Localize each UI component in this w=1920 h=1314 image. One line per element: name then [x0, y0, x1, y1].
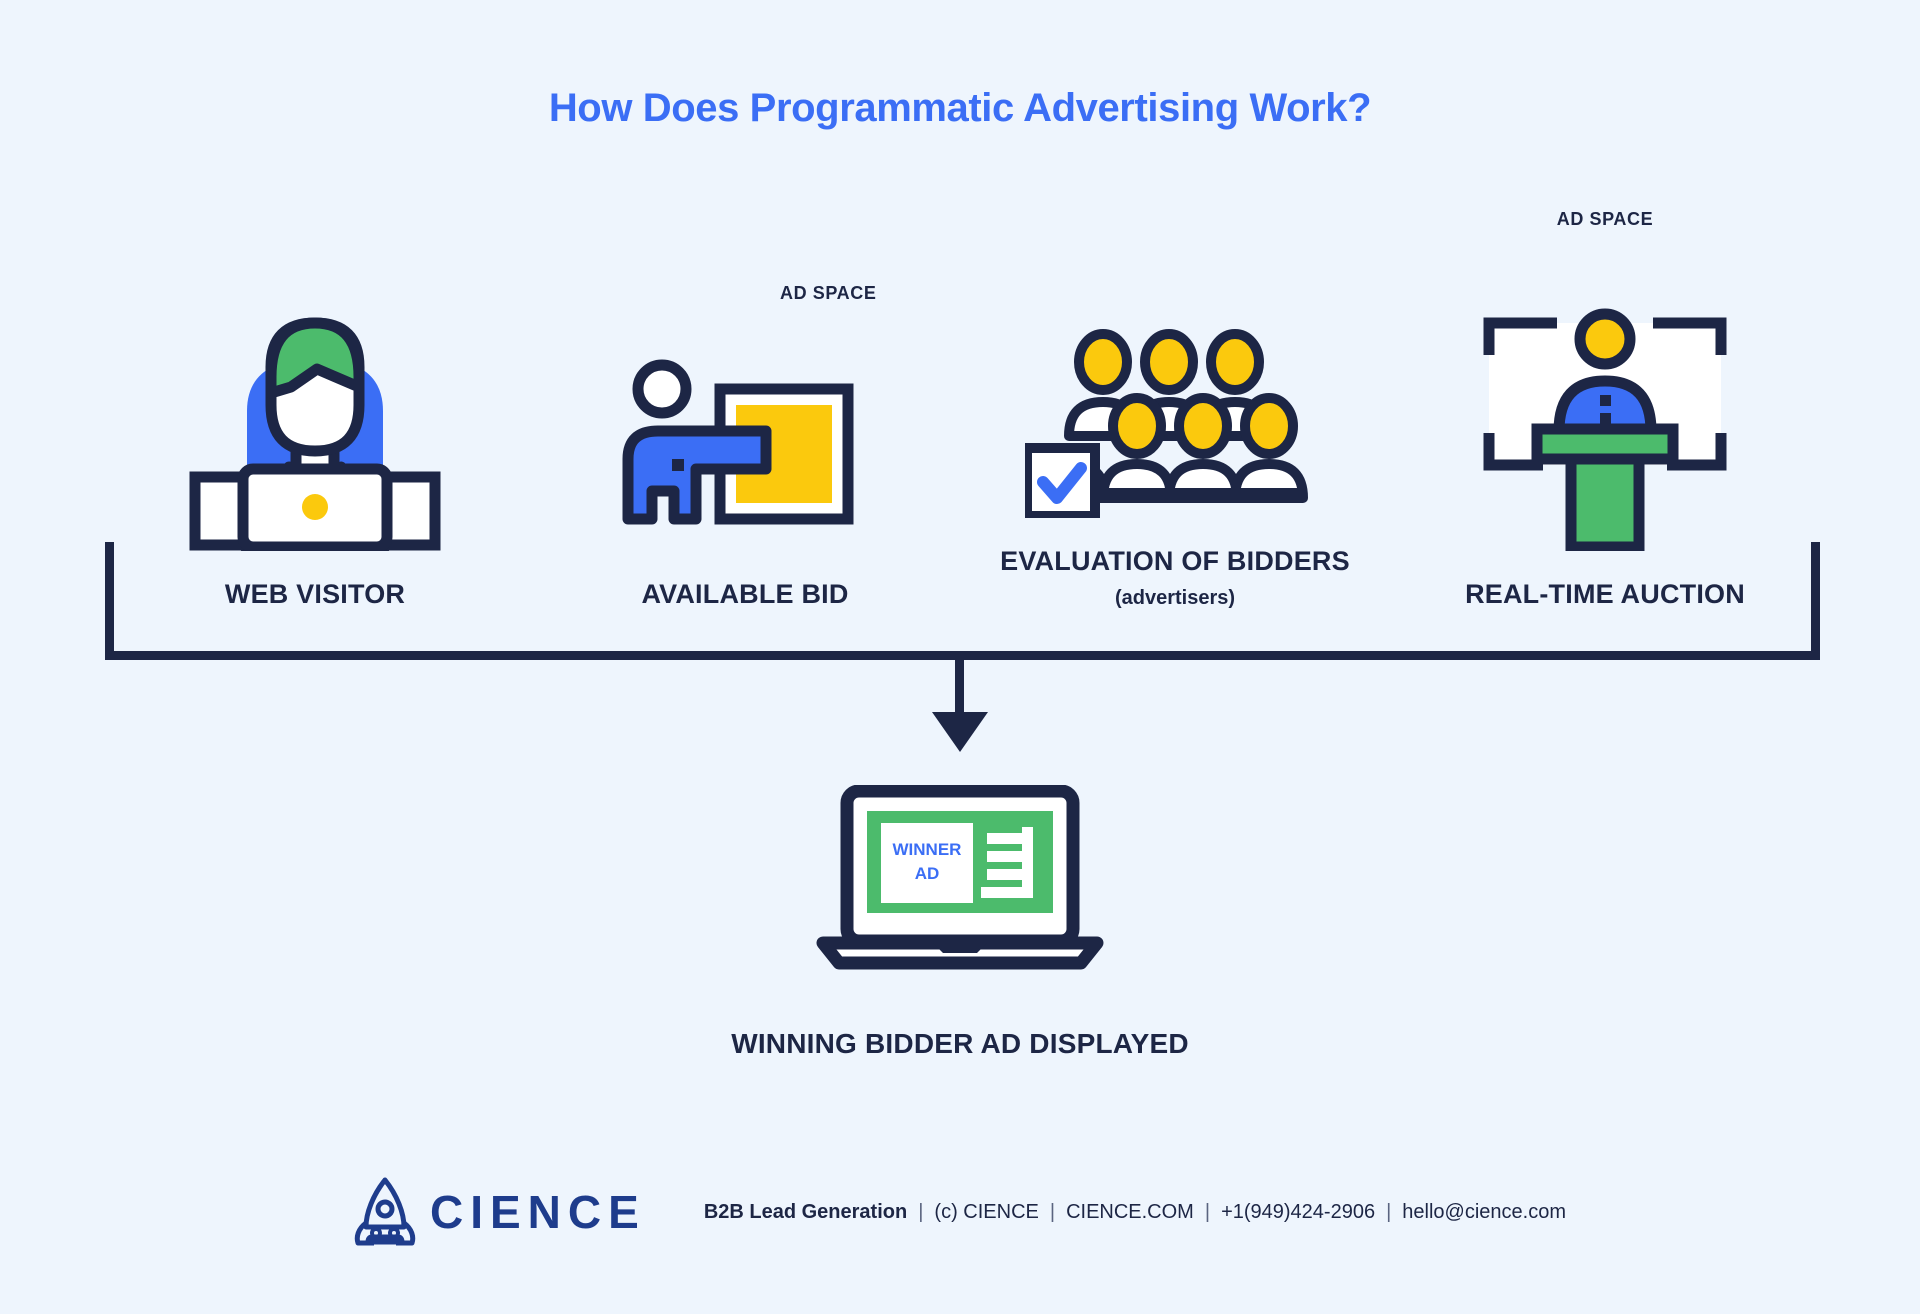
person-pointing-at-ad-icon [622, 359, 854, 525]
arrow-head-icon [932, 712, 988, 752]
bracket-connector [105, 540, 1820, 660]
arrow-shaft [955, 655, 964, 730]
page-title: How Does Programmatic Advertising Work? [548, 86, 1372, 130]
bracket-leg-right [1811, 542, 1820, 660]
footer-separator-3: | [1204, 1200, 1211, 1223]
cience-wordmark: CIENCE [430, 1186, 646, 1238]
result-label: WINNING BIDDER AD DISPLAYED [731, 1028, 1189, 1059]
winner-ad-line2: AD [915, 864, 940, 883]
step-label-auction: REAL-TIME AUCTION [1465, 579, 1745, 609]
bracket-leg-left [105, 542, 114, 660]
crowd-with-checkmark-icon [1025, 329, 1308, 518]
footer-phone[interactable]: +1(949)424-2906 [1221, 1200, 1376, 1223]
footer-separator-2: | [1049, 1200, 1056, 1223]
rocket-icon [354, 1177, 416, 1246]
step-evaluation-of-bidders: EVALUATION OF BIDDERS (advertisers) [960, 218, 1390, 610]
auction-art: AD SPACE [1475, 209, 1735, 551]
winner-ad-line1: WINNER [893, 840, 962, 859]
step-label-web-visitor: WEB VISITOR [224, 579, 406, 609]
ad-space-tag-auction: AD SPACE [1556, 209, 1654, 229]
cience-logo[interactable]: CIENCE [354, 1175, 646, 1249]
step-sublabel-advertisers: (advertisers) [1114, 587, 1236, 609]
footer-tagline: B2B Lead Generation [703, 1200, 908, 1223]
auctioneer-podium-icon [1483, 308, 1727, 551]
steps-row: WEB VISITOR AD SPACE AVAILABLE BID [100, 190, 1820, 610]
step-web-visitor: WEB VISITOR [100, 251, 530, 610]
person-at-laptop-icon [189, 317, 441, 551]
step-available-bid: AD SPACE AVAILABLE BID [530, 251, 960, 610]
step-label-evaluation: EVALUATION OF BIDDERS [1000, 546, 1350, 576]
step-label-available-bid: AVAILABLE BID [641, 579, 849, 609]
footer-separator-4: | [1386, 1200, 1392, 1223]
available-bid-art: AD SPACE [620, 251, 876, 551]
footer-info: B2B Lead Generation | (c) CIENCE | CIENC… [704, 1201, 1566, 1224]
footer-email[interactable]: hello@cience.com [1402, 1200, 1566, 1223]
footer-website[interactable]: CIENCE.COM [1066, 1200, 1194, 1223]
result-block: WINNER AD WINNING BIDDER AD DISPLAYED [0, 785, 1920, 1060]
footer: CIENCE B2B Lead Generation | (c) CIENCE … [0, 1175, 1920, 1249]
footer-separator-1: | [918, 1200, 924, 1223]
ad-space-tag-available-bid: AD SPACE [780, 283, 877, 303]
web-visitor-art [185, 251, 445, 551]
evaluation-art [1025, 218, 1325, 518]
laptop-icon: WINNER AD [816, 785, 1104, 970]
step-real-time-auction: AD SPACE [1390, 209, 1820, 610]
footer-copyright: (c) CIENCE [934, 1200, 1039, 1223]
